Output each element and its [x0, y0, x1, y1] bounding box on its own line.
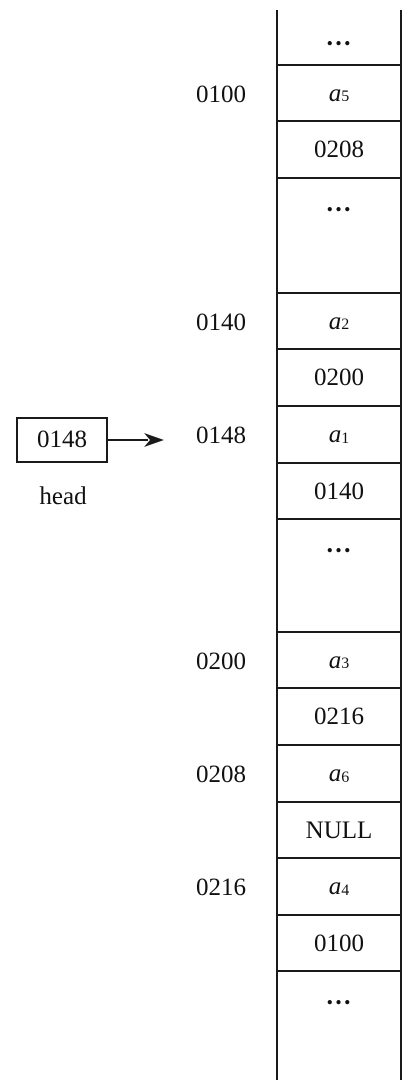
- memory-cell-ellipsis: …: [325, 188, 353, 217]
- data-variable: a: [328, 79, 342, 107]
- memory-divider: [277, 177, 401, 179]
- memory-cell-next: 0216: [314, 703, 364, 730]
- memory-divider: [277, 405, 401, 407]
- memory-divider: [277, 348, 401, 350]
- memory-divider: [277, 462, 401, 464]
- address-label: 0208: [196, 761, 246, 788]
- data-subscript: 2: [341, 316, 350, 333]
- head-arrow-icon: [108, 433, 164, 447]
- memory-divider: [277, 970, 401, 972]
- head-label: head: [39, 483, 87, 510]
- data-variable: a: [328, 760, 342, 787]
- memory-cell-next: 0208: [314, 136, 364, 163]
- data-subscript: 5: [341, 88, 350, 105]
- address-label: 0216: [196, 874, 246, 901]
- data-subscript: 6: [341, 768, 350, 786]
- memory-divider: [277, 518, 401, 520]
- head-pointer-value: 0148: [37, 426, 87, 453]
- memory-cell-next: 0100: [314, 929, 364, 957]
- address-label: 0200: [196, 648, 246, 675]
- data-variable: a: [328, 646, 342, 674]
- address-label: 0148: [196, 422, 246, 449]
- data-variable: a: [328, 307, 342, 335]
- memory-cell-ellipsis: …: [325, 22, 353, 51]
- memory-divider: [277, 120, 401, 122]
- data-subscript: 4: [341, 881, 350, 899]
- data-variable: a: [328, 873, 342, 900]
- head-pointer-box: 0148: [16, 417, 108, 463]
- memory-divider: [277, 801, 401, 803]
- memory-divider: [277, 631, 401, 633]
- memory-divider: [277, 64, 401, 66]
- memory-divider: [277, 687, 401, 689]
- address-label: 0140: [196, 309, 246, 336]
- memory-divider: [277, 744, 401, 746]
- memory-cell-next: 0200: [314, 364, 364, 391]
- memory-cell-next: NULL: [305, 816, 373, 844]
- address-label: 0100: [196, 81, 246, 108]
- data-subscript: 3: [341, 655, 350, 672]
- memory-cell-ellipsis: …: [325, 529, 353, 558]
- memory-divider: [277, 914, 401, 916]
- memory-cell-next: 0140: [314, 477, 364, 505]
- memory-column-right-border: [400, 10, 402, 1080]
- memory-divider: [277, 292, 401, 294]
- memory-divider: [277, 857, 401, 859]
- memory-column-left-border: [276, 10, 278, 1080]
- data-variable: a: [328, 421, 342, 448]
- memory-cell-ellipsis: …: [325, 981, 353, 1010]
- data-subscript: 1: [341, 429, 350, 447]
